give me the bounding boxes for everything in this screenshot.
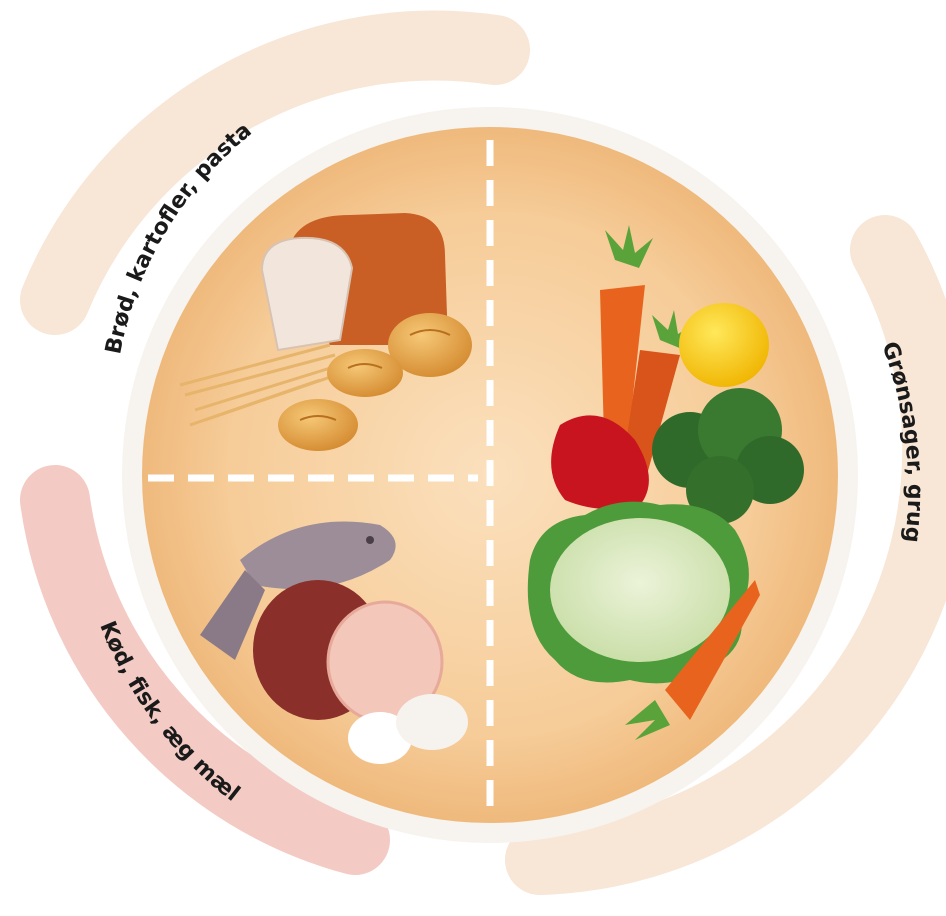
plate-model-diagram: Brød, kartofler, pasta Grønsager, grugt … [0, 0, 946, 916]
